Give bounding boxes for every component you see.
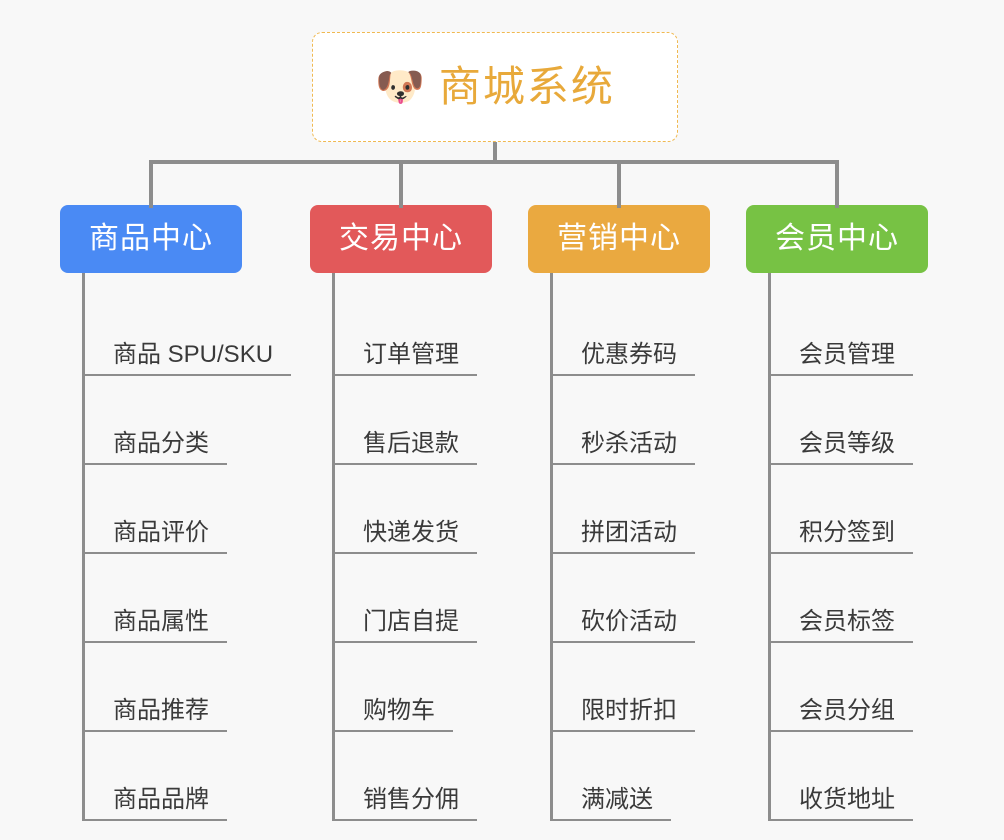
root-title: 商城系统: [438, 63, 615, 110]
list-item-1-5[interactable]: 商品推荐: [85, 643, 242, 732]
branch-header-1[interactable]: 商品中心: [60, 205, 242, 273]
branch-column-4: 会员中心 会员管理 会员等级 积分签到 会员标签 会员分组 收货地址: [746, 205, 928, 821]
list-item-underline: 快递发货: [335, 518, 477, 554]
branch-header-label: 营销中心: [557, 222, 681, 255]
branch-children: 商品 SPU/SKU 商品分类 商品评价 商品属性 商品推荐 商品品牌: [82, 273, 292, 821]
list-item-3-5[interactable]: 限时折扣: [553, 643, 710, 732]
list-item-label: 商品 SPU/SKU: [113, 340, 274, 368]
list-item-label: 满减送: [581, 785, 653, 813]
list-item-1-3[interactable]: 商品评价: [85, 465, 242, 554]
list-item-underline: 商品 SPU/SKU: [85, 340, 292, 376]
list-item-label: 商品品牌: [113, 785, 209, 813]
list-item-label: 商品属性: [113, 607, 209, 635]
list-item-4-4[interactable]: 会员标签: [771, 554, 928, 643]
list-item-label: 售后退款: [363, 429, 459, 457]
connector-trunk: [493, 142, 497, 164]
list-item-4-1[interactable]: 会员管理: [771, 287, 928, 376]
list-item-underline: 积分签到: [771, 518, 913, 554]
list-item-label: 拼团活动: [581, 518, 677, 546]
branch-header-2[interactable]: 交易中心: [310, 205, 492, 273]
list-item-3-2[interactable]: 秒杀活动: [553, 376, 710, 465]
list-item-label: 秒杀活动: [581, 429, 677, 457]
list-item-underline: 秒杀活动: [553, 429, 695, 465]
list-item-label: 商品推荐: [113, 696, 209, 724]
list-item-label: 会员等级: [799, 429, 895, 457]
list-item-label: 积分签到: [799, 518, 895, 546]
list-item-3-4[interactable]: 砍价活动: [553, 554, 710, 643]
list-item-underline: 销售分佣: [335, 785, 477, 821]
list-item-label: 购物车: [363, 696, 435, 724]
connector-bus: [149, 160, 839, 164]
list-item-4-2[interactable]: 会员等级: [771, 376, 928, 465]
list-item-label: 会员管理: [799, 340, 895, 368]
list-item-2-5[interactable]: 购物车: [335, 643, 492, 732]
branch-children: 优惠券码 秒杀活动 拼团活动 砍价活动 限时折扣 满减送: [550, 273, 710, 821]
branch-column-3: 营销中心 优惠券码 秒杀活动 拼团活动 砍价活动 限时折扣 满减送: [528, 205, 710, 821]
branch-header-4[interactable]: 会员中心: [746, 205, 928, 273]
list-item-underline: 会员标签: [771, 607, 913, 643]
list-item-underline: 限时折扣: [553, 696, 695, 732]
branch-column-2: 交易中心 订单管理 售后退款 快递发货 门店自提 购物车 销售分佣: [310, 205, 492, 821]
list-item-label: 砍价活动: [581, 607, 677, 635]
list-item-label: 商品分类: [113, 429, 209, 457]
list-item-2-4[interactable]: 门店自提: [335, 554, 492, 643]
list-item-underline: 收货地址: [771, 785, 913, 821]
branch-header-3[interactable]: 营销中心: [528, 205, 710, 273]
connector-drop-1: [149, 160, 153, 208]
connector-drop-4: [835, 160, 839, 208]
root-node[interactable]: 🐶 商城系统: [312, 32, 678, 142]
list-item-label: 销售分佣: [363, 785, 459, 813]
list-item-label: 快递发货: [363, 518, 459, 546]
list-item-underline: 门店自提: [335, 607, 477, 643]
branch-column-1: 商品中心 商品 SPU/SKU 商品分类 商品评价 商品属性 商品推荐 商品品牌: [60, 205, 292, 821]
list-item-underline: 会员管理: [771, 340, 913, 376]
connector-drop-2: [399, 160, 403, 208]
list-item-underline: 售后退款: [335, 429, 477, 465]
list-item-1-1[interactable]: 商品 SPU/SKU: [85, 287, 292, 376]
list-item-1-4[interactable]: 商品属性: [85, 554, 242, 643]
list-item-label: 会员分组: [799, 696, 895, 724]
list-item-underline: 商品属性: [85, 607, 227, 643]
dog-face-icon: 🐶: [375, 65, 425, 109]
list-item-4-5[interactable]: 会员分组: [771, 643, 928, 732]
list-item-underline: 会员等级: [771, 429, 913, 465]
list-item-underline: 会员分组: [771, 696, 913, 732]
list-item-label: 会员标签: [799, 607, 895, 635]
list-item-2-1[interactable]: 订单管理: [335, 287, 492, 376]
list-item-underline: 商品品牌: [85, 785, 227, 821]
list-item-underline: 购物车: [335, 696, 453, 732]
list-item-label: 优惠券码: [581, 340, 677, 368]
branch-header-label: 会员中心: [775, 222, 899, 255]
connector-drop-3: [617, 160, 621, 208]
list-item-2-6[interactable]: 销售分佣: [335, 732, 492, 821]
branch-children: 订单管理 售后退款 快递发货 门店自提 购物车 销售分佣: [332, 273, 492, 821]
list-item-2-3[interactable]: 快递发货: [335, 465, 492, 554]
list-item-underline: 拼团活动: [553, 518, 695, 554]
list-item-2-2[interactable]: 售后退款: [335, 376, 492, 465]
branch-header-label: 交易中心: [339, 222, 463, 255]
list-item-underline: 商品推荐: [85, 696, 227, 732]
list-item-underline: 优惠券码: [553, 340, 695, 376]
branch-children: 会员管理 会员等级 积分签到 会员标签 会员分组 收货地址: [768, 273, 928, 821]
list-item-3-3[interactable]: 拼团活动: [553, 465, 710, 554]
branch-header-label: 商品中心: [89, 222, 213, 255]
list-item-4-3[interactable]: 积分签到: [771, 465, 928, 554]
list-item-label: 订单管理: [363, 340, 459, 368]
list-item-label: 限时折扣: [581, 696, 677, 724]
list-item-1-6[interactable]: 商品品牌: [85, 732, 242, 821]
list-item-label: 收货地址: [799, 785, 895, 813]
list-item-underline: 商品分类: [85, 429, 227, 465]
list-item-underline: 订单管理: [335, 340, 477, 376]
list-item-underline: 砍价活动: [553, 607, 695, 643]
list-item-3-6[interactable]: 满减送: [553, 732, 710, 821]
list-item-4-6[interactable]: 收货地址: [771, 732, 928, 821]
list-item-1-2[interactable]: 商品分类: [85, 376, 242, 465]
list-item-3-1[interactable]: 优惠券码: [553, 287, 710, 376]
list-item-label: 商品评价: [113, 518, 209, 546]
list-item-underline: 商品评价: [85, 518, 227, 554]
list-item-label: 门店自提: [363, 607, 459, 635]
list-item-underline: 满减送: [553, 785, 671, 821]
